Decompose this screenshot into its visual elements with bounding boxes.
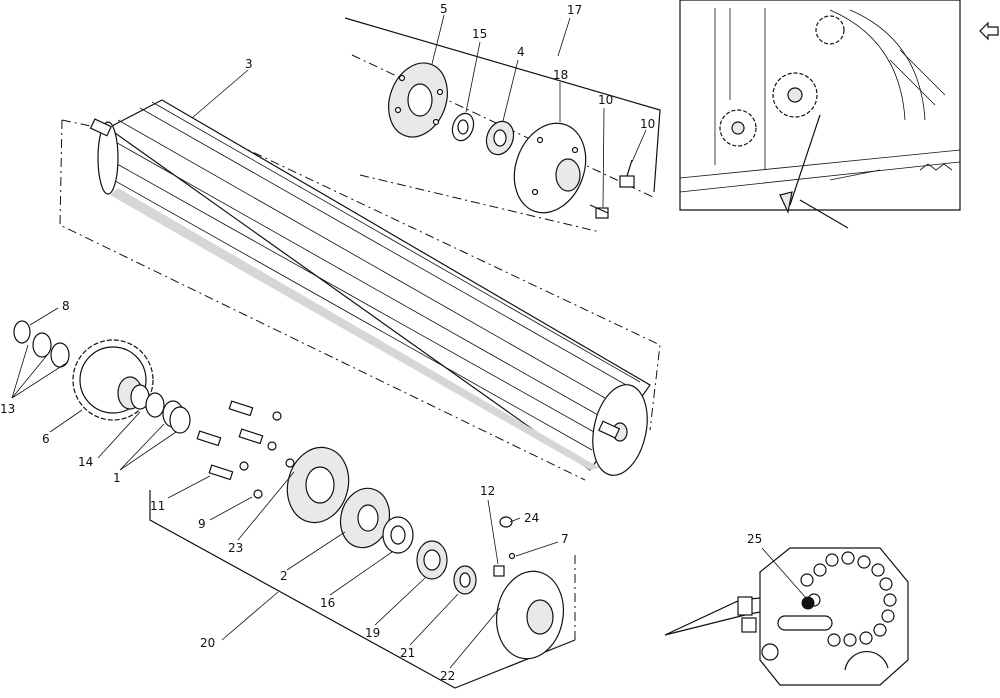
- label-part-20: 20: [200, 636, 215, 650]
- assembly-bracket-20: [149, 490, 576, 689]
- label-part-15: 15: [472, 27, 487, 41]
- label-part-6: 6: [42, 432, 50, 446]
- label-part-19: 19: [365, 626, 380, 640]
- label-part-1: 1: [113, 471, 121, 485]
- label-part-24: 24: [524, 511, 539, 525]
- label-part-23: 23: [228, 541, 243, 555]
- label-part-16: 16: [320, 596, 335, 610]
- label-part-10-b: 10: [640, 117, 655, 131]
- inset-location-view: [664, 547, 909, 686]
- feed-roller: [89, 99, 651, 476]
- rings-1: [162, 400, 191, 434]
- grease-nipple-12: [493, 565, 505, 577]
- label-part-7: 7: [561, 532, 569, 546]
- flange-23: [286, 446, 350, 524]
- bolt-10-b: [619, 159, 635, 188]
- spacer-19: [416, 540, 448, 580]
- direction-arrow-icon: [979, 21, 999, 41]
- assembly-bracket-17: [344, 17, 661, 233]
- flange-plate-5: [388, 62, 448, 138]
- inset-holes: [800, 551, 897, 647]
- inset-machine-view: [679, 0, 961, 229]
- label-part-22: 22: [440, 669, 455, 683]
- hub-plate-18: [513, 122, 587, 214]
- label-part-3: 3: [245, 57, 253, 71]
- pin-7: [508, 552, 516, 560]
- label-part-5: 5: [440, 2, 448, 16]
- washers-9: [239, 411, 295, 499]
- washer-16: [382, 516, 414, 554]
- label-part-2: 2: [280, 569, 288, 583]
- label-part-14: 14: [78, 455, 93, 469]
- bolt-10-a: [589, 204, 609, 219]
- shims-13: [32, 332, 70, 368]
- leader-lines: [11, 14, 647, 669]
- hub-22: [496, 570, 564, 660]
- bolts-11: [196, 400, 264, 481]
- label-part-12: 12: [480, 484, 495, 498]
- label-part-11: 11: [150, 499, 165, 513]
- callout-labels: 1 2 3 4 5 6 7 8 9 10 10 11 12 13 14 15 1…: [0, 2, 762, 683]
- circlip-8: [13, 320, 31, 344]
- washer-15: [451, 112, 475, 142]
- label-part-8: 8: [62, 299, 70, 313]
- label-part-10-a: 10: [598, 93, 613, 107]
- sprocket-6: [72, 339, 154, 421]
- label-part-18: 18: [553, 68, 568, 82]
- label-part-21: 21: [400, 646, 415, 660]
- label-part-17: 17: [567, 3, 582, 17]
- nut-24: [499, 516, 513, 528]
- bearing-4: [485, 120, 515, 156]
- label-part-13: 13: [0, 402, 15, 416]
- label-part-4: 4: [517, 45, 525, 59]
- locator-pin-icon: [801, 596, 815, 610]
- label-part-9: 9: [198, 517, 206, 531]
- label-part-25: 25: [747, 532, 762, 546]
- shims-14: [130, 384, 165, 418]
- collar-21: [453, 565, 477, 595]
